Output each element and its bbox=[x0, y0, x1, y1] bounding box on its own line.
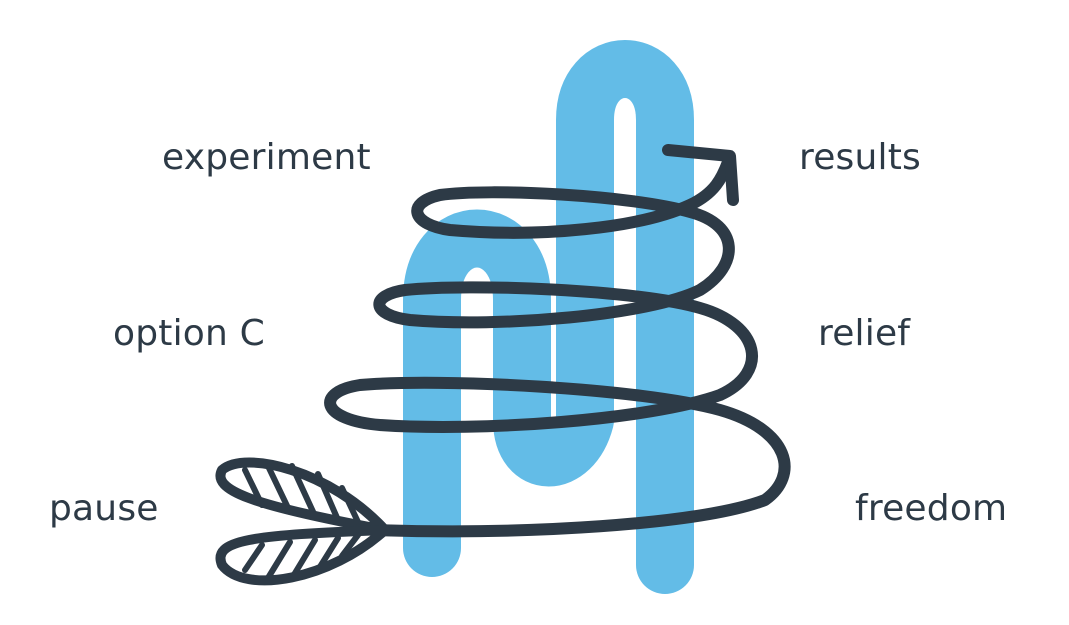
label-freedom: freedom bbox=[855, 488, 1008, 529]
label-relief: relief bbox=[818, 313, 911, 354]
spiral-arrow-shaft bbox=[324, 156, 791, 538]
label-experiment: experiment bbox=[162, 137, 371, 178]
spiral-arrow-icon bbox=[662, 144, 739, 206]
label-pause: pause bbox=[49, 488, 159, 529]
blue-zigzag-stroke bbox=[403, 40, 694, 594]
label-results: results bbox=[799, 137, 922, 178]
label-option-c: option C bbox=[113, 313, 266, 354]
arrow-fletching-icon bbox=[215, 457, 390, 586]
